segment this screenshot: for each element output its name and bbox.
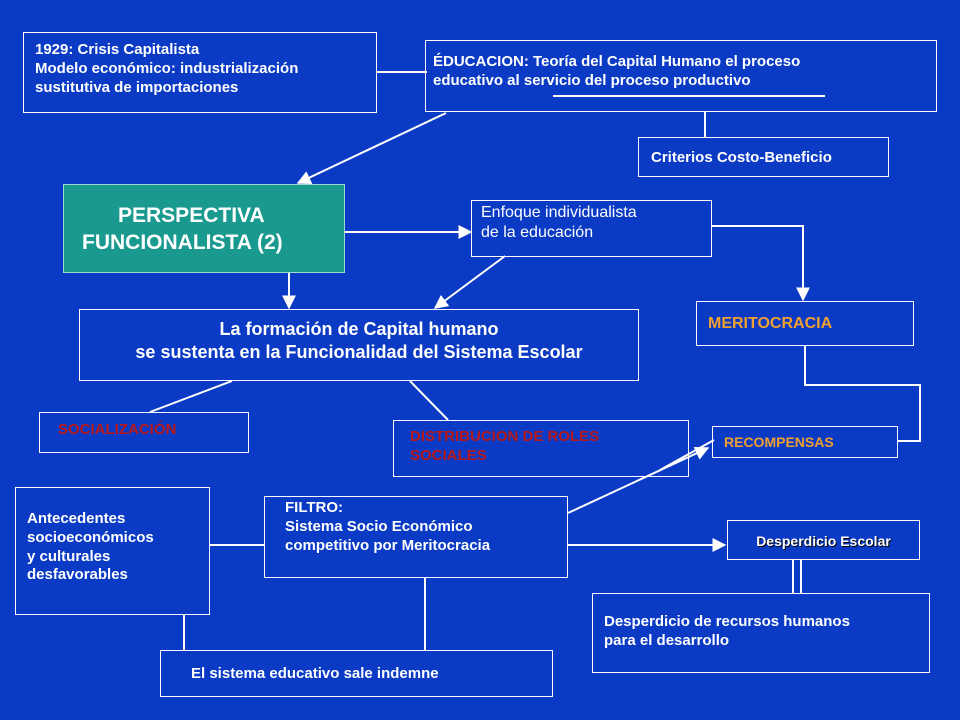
connector-formacion-distribucion (409, 380, 449, 421)
sistema-indemne-box: El sistema educativo sale indemne (160, 650, 553, 697)
enfoque-box: Enfoque individualista de la educación (471, 200, 712, 257)
recompensas-label: RECOMPENSAS (724, 434, 834, 450)
perspectiva-line-1: PERSPECTIVA (118, 204, 265, 227)
antecedentes-line-2: socioeconómicos (27, 528, 154, 546)
educacion-line-1: ÉDUCACION: Teoría del Capital Humano el … (433, 53, 801, 70)
filtro-line-2: Sistema Socio Económico (285, 517, 473, 535)
socializacion-box: SOCIALIZACIÓN (39, 412, 249, 453)
arrow-filtro-recompensas (567, 446, 710, 514)
filtro-box: FILTRO: Sistema Socio Económico competit… (264, 496, 568, 578)
crisis-line-3: sustitutiva de importaciones (35, 78, 239, 96)
desperdicio-recursos-line-2: para el desarrollo (604, 631, 730, 649)
sistema-indemne-label: El sistema educativo sale indemne (191, 665, 439, 682)
arrow-enfoque-formacion (433, 255, 506, 309)
filtro-line-3: competitivo por Meritocracia (285, 536, 491, 554)
desperdicio-escolar-label: Desperdicio Escolar (756, 533, 891, 549)
desperdicio-escolar-box: Desperdicio Escolar (727, 520, 920, 560)
enfoque-line-2: de la educación (481, 224, 594, 241)
enfoque-line-1: Enfoque individualista (481, 204, 637, 221)
recompensas-box: RECOMPENSAS (712, 426, 898, 458)
distribucion-line-2: SOCIALES (410, 446, 487, 464)
criterios-label: Criterios Costo-Beneficio (651, 149, 832, 166)
formacion-box: La formación de Capital humano se susten… (79, 309, 639, 381)
arrow-enfoque-meritocracia (712, 225, 810, 302)
meritocracia-box: MERITOCRACIA (696, 301, 914, 346)
criterios-box: Criterios Costo-Beneficio (638, 137, 889, 177)
antecedentes-line-4: desfavorables (27, 566, 128, 584)
connector-formacion-socializacion (149, 380, 233, 413)
connector-distribucion-recompensas (659, 439, 715, 471)
socializacion-label: SOCIALIZACIÓN (58, 421, 177, 438)
formacion-line-2: se sustenta en la Funcionalidad del Sist… (135, 341, 583, 362)
perspectiva-box: PERSPECTIVA FUNCIONALISTA (2) (63, 184, 345, 273)
antecedentes-box: Antecedentes socioeconómicos y culturale… (15, 487, 210, 615)
crisis-line-2: Modelo económico: industrialización (35, 59, 299, 77)
formacion-line-1: La formación de Capital humano (219, 319, 499, 339)
desperdicio-recursos-box: Desperdicio de recursos humanos para el … (592, 593, 930, 673)
desperdicio-recursos-line-1: Desperdicio de recursos humanos (604, 613, 850, 630)
connector-meritocracia-recompensas (804, 346, 921, 442)
educacion-box: ÉDUCACION: Teoría del Capital Humano el … (425, 40, 937, 112)
crisis-line-1: 1929: Crisis Capitalista (35, 41, 200, 58)
distribucion-box: DISTRIBUCION DE ROLES SOCIALES (393, 420, 689, 477)
arrow-educacion-perspectiva (296, 112, 447, 184)
antecedentes-line-1: Antecedentes (27, 510, 126, 527)
educacion-line-2: educativo al servicio del proceso produc… (433, 71, 751, 89)
antecedentes-line-3: y culturales (27, 547, 111, 565)
meritocracia-label: MERITOCRACIA (708, 315, 833, 332)
perspectiva-line-2: FUNCIONALISTA (2) (82, 231, 283, 255)
distribucion-line-1: DISTRIBUCION DE ROLES (410, 428, 600, 445)
filtro-line-1: FILTRO: (285, 499, 344, 516)
crisis-box: 1929: Crisis Capitalista Modelo económic… (23, 32, 377, 113)
